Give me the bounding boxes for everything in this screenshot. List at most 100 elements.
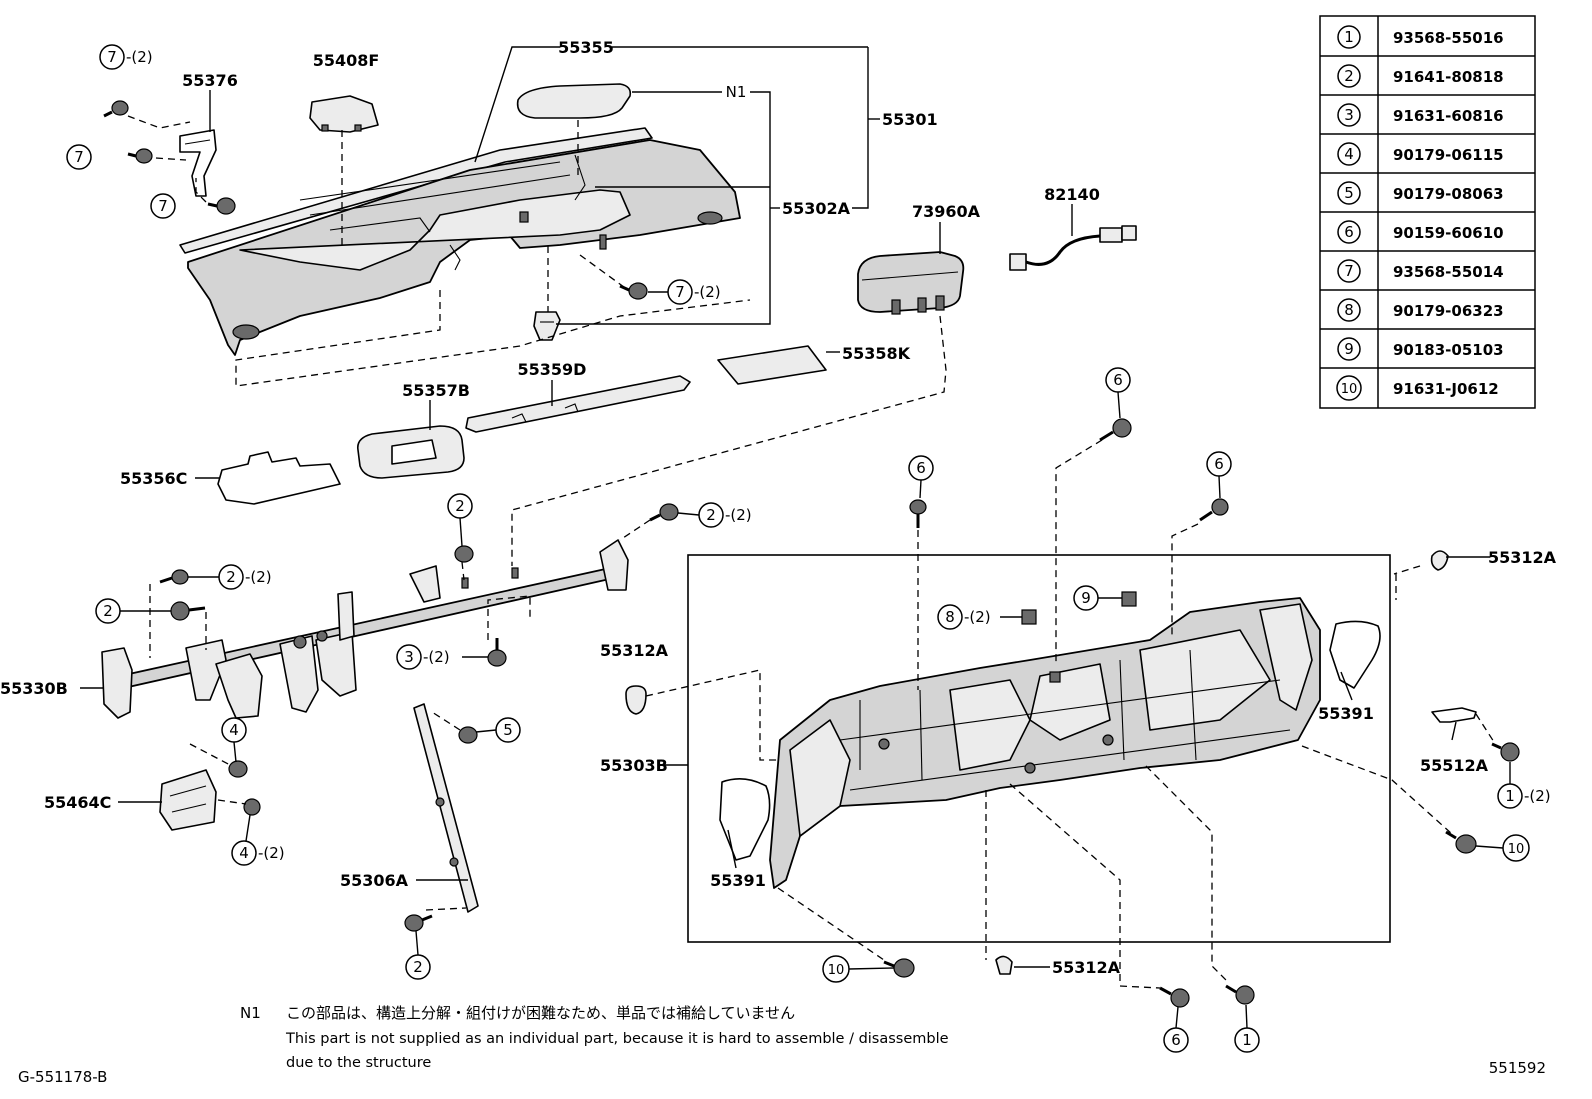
- callout-1[interactable]: 1 -(2): [1497, 762, 1551, 809]
- table-row[interactable]: 2 91641-80818: [1337, 64, 1504, 88]
- note-english: This part is not supplied as an individu…: [285, 1031, 949, 1047]
- svg-text:1: 1: [1242, 1031, 1252, 1049]
- label-55312a[interactable]: 55312A: [1052, 958, 1121, 977]
- part-55357b-panel[interactable]: [356, 425, 465, 479]
- table-ref: 5: [1344, 184, 1354, 202]
- callout-4[interactable]: 4: [221, 717, 247, 763]
- note-japanese: この部品は、構造上分解・組付けが困難なため、単品では補給していません: [286, 1004, 795, 1022]
- callout-2[interactable]: 2 -(2): [188, 564, 272, 590]
- label-55303b[interactable]: 55303B: [600, 756, 668, 775]
- table-part-number: 90179-08063: [1393, 185, 1504, 203]
- instrument-panel-upper[interactable]: [179, 127, 741, 356]
- svg-text:2: 2: [226, 568, 236, 586]
- label-n1[interactable]: N1: [726, 83, 747, 101]
- part-73960a-airbag[interactable]: [857, 251, 965, 315]
- table-row[interactable]: 5 90179-08063: [1337, 181, 1504, 205]
- svg-text:4: 4: [229, 721, 239, 739]
- table-ref: 6: [1344, 223, 1354, 241]
- label-55355[interactable]: 55355: [558, 38, 614, 57]
- label-55408f[interactable]: 55408F: [313, 51, 380, 70]
- label-82140[interactable]: 82140: [1044, 185, 1100, 204]
- label-55312a[interactable]: 55312A: [1488, 548, 1557, 567]
- part-55512a-bracket[interactable]: [1431, 707, 1477, 723]
- table-row[interactable]: 3 91631-60816: [1337, 103, 1504, 127]
- label-55391[interactable]: 55391: [710, 871, 766, 890]
- callout-7[interactable]: 7: [66, 144, 92, 170]
- callout-quantity: -(2): [694, 283, 721, 301]
- part-55376-bracket[interactable]: [179, 129, 217, 197]
- parts-reference-table: 1 93568-55016 2 91641-80818 3 91631-6081…: [1319, 15, 1536, 409]
- table-row[interactable]: 9 90183-05103: [1337, 337, 1504, 361]
- label-73960a[interactable]: 73960A: [912, 202, 981, 221]
- assembly-lines: [127, 115, 1495, 989]
- table-row[interactable]: 4 90179-06115: [1337, 142, 1504, 166]
- note-marker: N1: [240, 1004, 261, 1022]
- label-55356c[interactable]: 55356C: [120, 469, 187, 488]
- callout-6[interactable]: 6: [1163, 1006, 1189, 1053]
- part-55408f-cap[interactable]: [309, 95, 379, 133]
- callout-6[interactable]: 6: [908, 455, 934, 499]
- part-55391-left-cover[interactable]: [719, 778, 771, 861]
- label-55306a[interactable]: 55306A: [340, 871, 409, 890]
- sub-assembly-frame: [687, 554, 1391, 943]
- callout-5[interactable]: 5: [475, 717, 521, 743]
- table-row[interactable]: 1 93568-55016: [1337, 25, 1504, 49]
- label-55464c[interactable]: 55464C: [44, 793, 111, 812]
- label-55312a[interactable]: 55312A: [600, 641, 669, 660]
- callout-8[interactable]: 8 -(2): [937, 604, 1022, 630]
- callout-10[interactable]: 10: [1475, 834, 1530, 862]
- callout-9[interactable]: 9: [1073, 585, 1122, 611]
- table-row[interactable]: 7 93568-55014: [1337, 259, 1504, 283]
- label-55330b[interactable]: 55330B: [0, 679, 68, 698]
- callout-2[interactable]: 2: [95, 598, 171, 624]
- table-row[interactable]: 6 90159-60610: [1337, 220, 1504, 244]
- part-55464c-bracket[interactable]: [159, 769, 217, 831]
- callout-7[interactable]: 7: [150, 193, 176, 219]
- label-55391[interactable]: 55391: [1318, 704, 1374, 723]
- part-55359d-panel[interactable]: [465, 375, 691, 433]
- figure-id: G-551178-B: [18, 1068, 107, 1086]
- table-part-number: 91631-J0612: [1393, 380, 1499, 398]
- callout-quantity: -(2): [258, 844, 285, 862]
- callout-2[interactable]: 2: [447, 493, 473, 547]
- callout-quantity: -(2): [964, 608, 991, 626]
- table-row[interactable]: 10 91631-J0612: [1336, 375, 1499, 401]
- part-55330b-reinforcement[interactable]: [101, 539, 629, 719]
- callout-3[interactable]: 3 -(2): [396, 644, 488, 670]
- part-55356c-panel[interactable]: [217, 451, 341, 505]
- label-55302a[interactable]: 55302A: [782, 199, 851, 218]
- part-55391-right-cover[interactable]: [1329, 620, 1381, 689]
- label-55357b[interactable]: 55357B: [402, 381, 470, 400]
- table-part-number: 90159-60610: [1393, 224, 1504, 242]
- callout-quantity: -(2): [725, 506, 752, 524]
- label-55512a[interactable]: 55512A: [1420, 756, 1489, 775]
- part-55303b-panel-lower[interactable]: [769, 597, 1321, 889]
- svg-text:7: 7: [74, 148, 84, 166]
- fastener-clips: [625, 550, 1449, 975]
- label-55359d[interactable]: 55359D: [518, 360, 587, 379]
- svg-text:8: 8: [945, 608, 955, 626]
- svg-text:7: 7: [675, 283, 685, 301]
- svg-text:2: 2: [413, 958, 423, 976]
- n1-cover-pad[interactable]: [516, 83, 632, 119]
- part-82140-wire-harness[interactable]: [1009, 225, 1137, 271]
- callout-1[interactable]: 1: [1234, 1004, 1260, 1053]
- callout-7[interactable]: 7 -(2): [99, 44, 153, 70]
- label-55358k[interactable]: 55358K: [842, 344, 911, 363]
- svg-text:6: 6: [1214, 455, 1224, 473]
- label-55301[interactable]: 55301: [882, 110, 938, 129]
- callout-2[interactable]: 2 -(2): [677, 502, 752, 528]
- callout-4[interactable]: 4 -(2): [231, 814, 285, 866]
- part-55358k-panel[interactable]: [717, 345, 827, 385]
- callouts: 7 -(2) 7 7 7 -(2) 6 6 6: [66, 44, 1551, 1053]
- callout-6[interactable]: 6: [1206, 451, 1232, 499]
- part-55306a-brace[interactable]: [413, 703, 479, 913]
- callout-quantity: -(2): [1524, 787, 1551, 805]
- callout-2[interactable]: 2: [405, 930, 431, 980]
- table-row[interactable]: 8 90179-06323: [1337, 298, 1504, 322]
- callout-7[interactable]: 7 -(2): [648, 279, 721, 305]
- part-55302a-clip[interactable]: [533, 311, 561, 341]
- callout-10[interactable]: 10: [822, 955, 895, 983]
- label-55376[interactable]: 55376: [182, 71, 238, 90]
- callout-6[interactable]: 6: [1105, 367, 1131, 419]
